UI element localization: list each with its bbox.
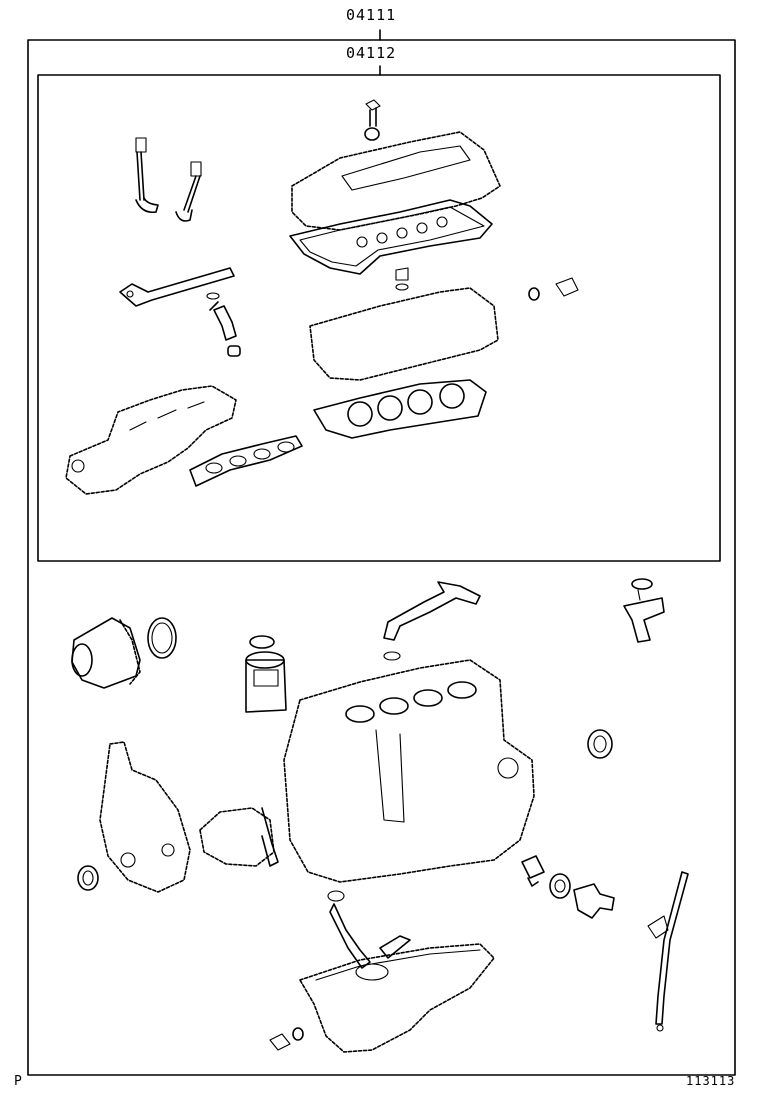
water-inlet-fitting <box>573 883 615 919</box>
front-oil-seal <box>77 865 99 891</box>
oil-seal-small <box>549 873 571 899</box>
oil-pump-housing <box>71 617 141 689</box>
intake-valve <box>135 137 159 214</box>
head-cover-bolt-seal <box>364 99 381 141</box>
oil-strainer <box>327 890 411 969</box>
cylinder-head-gasket <box>313 379 487 439</box>
exhaust-manifold <box>65 385 237 495</box>
outer-kit-frame <box>27 39 736 1076</box>
gauge-guide-rod <box>119 267 235 307</box>
small-plug-seal <box>395 267 579 301</box>
oil-filter-o-ring <box>249 635 275 649</box>
frames <box>27 29 736 1076</box>
oil-level-gauge <box>647 871 689 1032</box>
fuel-injector <box>209 301 241 357</box>
head-cover-gasket <box>289 199 493 275</box>
inner-kit-frame <box>37 74 721 562</box>
corner-mark: P <box>14 1074 23 1089</box>
oil-pan <box>299 943 495 1053</box>
cylinder-block <box>283 659 535 883</box>
cylinder-head <box>309 287 499 381</box>
water-pump <box>199 807 279 867</box>
exhaust-manifold-gasket <box>189 435 303 487</box>
inner-kit-code-label: 04112 <box>346 44 397 62</box>
drain-plug-gasket <box>269 1027 304 1051</box>
figure-number: 113113 <box>686 1074 736 1088</box>
outer-kit-code-label: 04111 <box>346 6 397 24</box>
water-bypass-pipe <box>383 581 481 661</box>
oil-pressure-switch <box>521 855 545 887</box>
oil-filter <box>245 651 287 713</box>
exhaust-valve <box>175 161 202 222</box>
oil-pump-o-ring <box>147 617 177 659</box>
rear-oil-seal <box>587 729 613 759</box>
water-outlet <box>623 578 665 643</box>
cylinder-head-cover <box>291 131 501 231</box>
timing-chain-cover <box>99 741 191 893</box>
